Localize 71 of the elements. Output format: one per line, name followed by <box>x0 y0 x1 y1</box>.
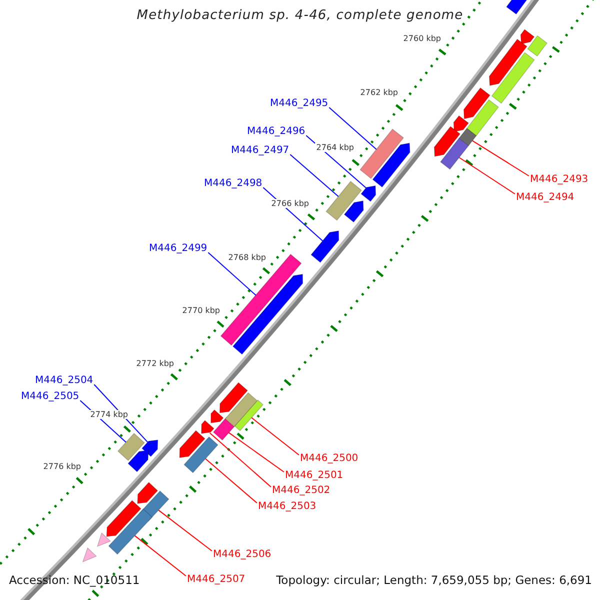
gene-block <box>224 392 258 428</box>
gene-label: M446_2505 <box>21 391 80 402</box>
gene-label: M446_2495 <box>270 98 328 110</box>
gene-block <box>440 138 469 170</box>
gene-label: M446_2493 <box>530 174 588 186</box>
leader-line <box>205 458 258 504</box>
leader-line <box>472 140 530 176</box>
gene-segment <box>142 440 158 457</box>
gene-segment <box>232 274 303 355</box>
leader-line <box>228 432 284 472</box>
gene-block <box>458 128 477 146</box>
gene-segment <box>434 126 460 157</box>
gene-segment <box>360 185 376 202</box>
leader-line <box>458 157 516 194</box>
gene-segment <box>310 230 340 263</box>
gene-block <box>117 432 145 461</box>
gene-segment <box>179 430 206 458</box>
tick-label: 2770 kbp <box>181 306 221 316</box>
leader-line <box>328 107 377 150</box>
tick-label: 2774 kbp <box>89 410 129 420</box>
gene-label: M446_2498 <box>204 178 262 190</box>
gene-segment <box>489 38 528 86</box>
tick-label: 2764 kbp <box>315 143 355 152</box>
title: Methylobacterium sp. 4-46, complete genome <box>136 9 464 24</box>
gene-segment <box>372 142 410 188</box>
gene-segment <box>210 409 224 424</box>
gene-label: M446_2500 <box>300 453 358 464</box>
gene-label: M446_2504 <box>35 375 94 386</box>
tick-label: 2762 kbp <box>359 88 399 98</box>
gene-segment <box>106 500 142 537</box>
tick-label: 2776 kbp <box>42 462 82 472</box>
gene-segment <box>453 115 469 132</box>
leader-line <box>251 417 300 456</box>
gene-label: M446_2501 <box>285 470 344 482</box>
gene-segment <box>137 482 158 504</box>
leader-line <box>208 252 256 296</box>
gene-block <box>220 254 302 346</box>
gene-segment <box>344 200 364 223</box>
gene-segment <box>520 29 535 44</box>
gene-label: M446_2497 <box>231 145 290 156</box>
gene-label: M446_2503 <box>258 501 316 512</box>
gene-block <box>466 99 499 136</box>
leader-line <box>290 154 339 197</box>
gene-block <box>491 52 535 104</box>
gene-segment <box>464 87 490 120</box>
gene-label: M446_2506 <box>213 549 272 560</box>
gene-label: M446_2507 <box>187 574 246 586</box>
gene-block <box>360 128 404 179</box>
leader-line <box>134 535 186 576</box>
gene-label: M446_2502 <box>272 485 330 496</box>
gene-segment <box>201 420 214 434</box>
gene-segment <box>506 0 530 15</box>
gene-block <box>326 180 362 221</box>
gene-label: M446_2494 <box>516 192 574 204</box>
gene-triangle <box>82 547 97 562</box>
gene-label: M446_2499 <box>149 243 208 254</box>
gene-triangle <box>96 532 111 547</box>
gene-segment <box>220 382 248 414</box>
tick-label: 2768 kbp <box>227 253 267 262</box>
gene-block <box>184 436 218 474</box>
gene-block <box>108 508 153 555</box>
leader-line <box>209 432 272 488</box>
footer-text: Accession: NC_010511 <box>9 574 140 588</box>
gene-block <box>234 400 264 432</box>
gene-label: M446_2496 <box>247 126 306 138</box>
gene-segment <box>128 450 149 472</box>
footer-text: Topology: circular; Length: 7,659,055 bp; Genes: 6,691 <box>276 574 592 588</box>
tick-label: 2772 kbp <box>135 359 175 368</box>
tick-label: 2766 kbp <box>270 199 310 208</box>
leader-line <box>158 510 212 552</box>
tick-label: 2760 kbp <box>402 34 442 44</box>
